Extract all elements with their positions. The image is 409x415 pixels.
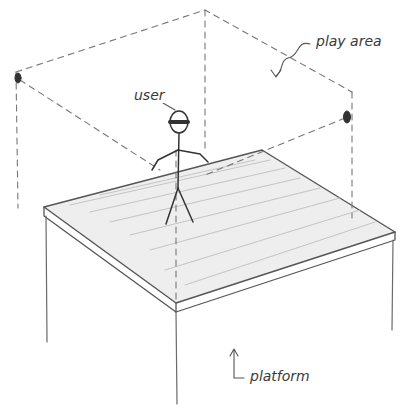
- play-area-box: [16, 10, 352, 300]
- user-leader: [163, 103, 175, 110]
- platform-leg: [176, 312, 177, 404]
- annotation-label: user: [132, 88, 167, 103]
- annotation-label: platform: [248, 369, 312, 384]
- play-area-leader: [276, 43, 310, 76]
- platform-top: [44, 150, 395, 303]
- sensor: [15, 73, 21, 83]
- platform-leg: [392, 240, 393, 330]
- annotation-label: play area: [314, 34, 384, 49]
- sensor: [344, 111, 351, 123]
- platform-leg: [46, 216, 47, 342]
- platform-leader: [234, 350, 244, 378]
- platform-shading: [70, 160, 375, 285]
- platform-edge: [44, 207, 395, 312]
- user-figure: [152, 111, 208, 224]
